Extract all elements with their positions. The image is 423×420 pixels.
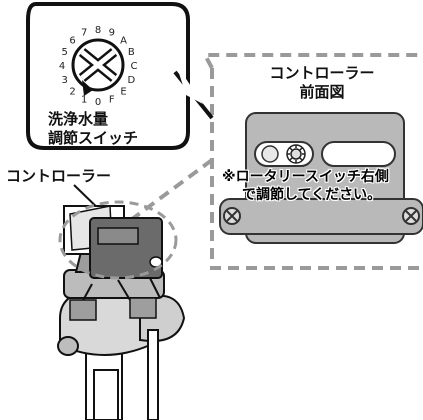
front-view-line-1: コントローラー [269, 64, 375, 82]
controller-label: コントローラー [6, 167, 112, 185]
flush-volume-switch-label: 洗浄水量 調節スイッチ [48, 110, 138, 148]
callout-line-2: 調節スイッチ [48, 129, 139, 147]
dial-digit: 4 [59, 61, 65, 72]
dial-digit: 1 [81, 94, 87, 105]
front-view-title: コントローラー 前面図 [262, 64, 382, 102]
dial-digit: 8 [95, 25, 101, 36]
dashed-leader-lines [118, 53, 423, 270]
adjustment-note: ※ロータリースイッチ右側 で調節してください。 [222, 168, 389, 204]
dial-digit: 7 [81, 28, 87, 39]
dial-digit: C [131, 61, 138, 72]
controller-front-panel [219, 112, 423, 244]
dial-digit: 0 [95, 97, 101, 108]
dial-digit: A [120, 36, 127, 47]
flush-valve-illustration [57, 205, 186, 420]
dial-digit: 2 [69, 87, 75, 98]
valve-magnifier-ring [58, 200, 178, 280]
note-line-2: で調節してください。 [242, 187, 382, 203]
front-view-line-2: 前面図 [299, 83, 345, 101]
dial-digit: 5 [62, 47, 68, 58]
rotary-switch-left-icon [261, 145, 279, 163]
dial-digit: D [127, 75, 135, 86]
dial-digit: F [109, 94, 115, 105]
dial-digit: E [120, 87, 126, 98]
rotary-dial [71, 38, 125, 96]
dial-digit: 6 [69, 36, 75, 47]
dial-digit: 3 [62, 75, 68, 86]
note-line-1: ※ロータリースイッチ右側 [222, 169, 389, 185]
rotary-switch-right-icon [286, 144, 306, 164]
dial-digit: 9 [109, 28, 115, 39]
dial-digit: B [128, 47, 135, 58]
callout-line-1: 洗浄水量 [48, 110, 109, 128]
